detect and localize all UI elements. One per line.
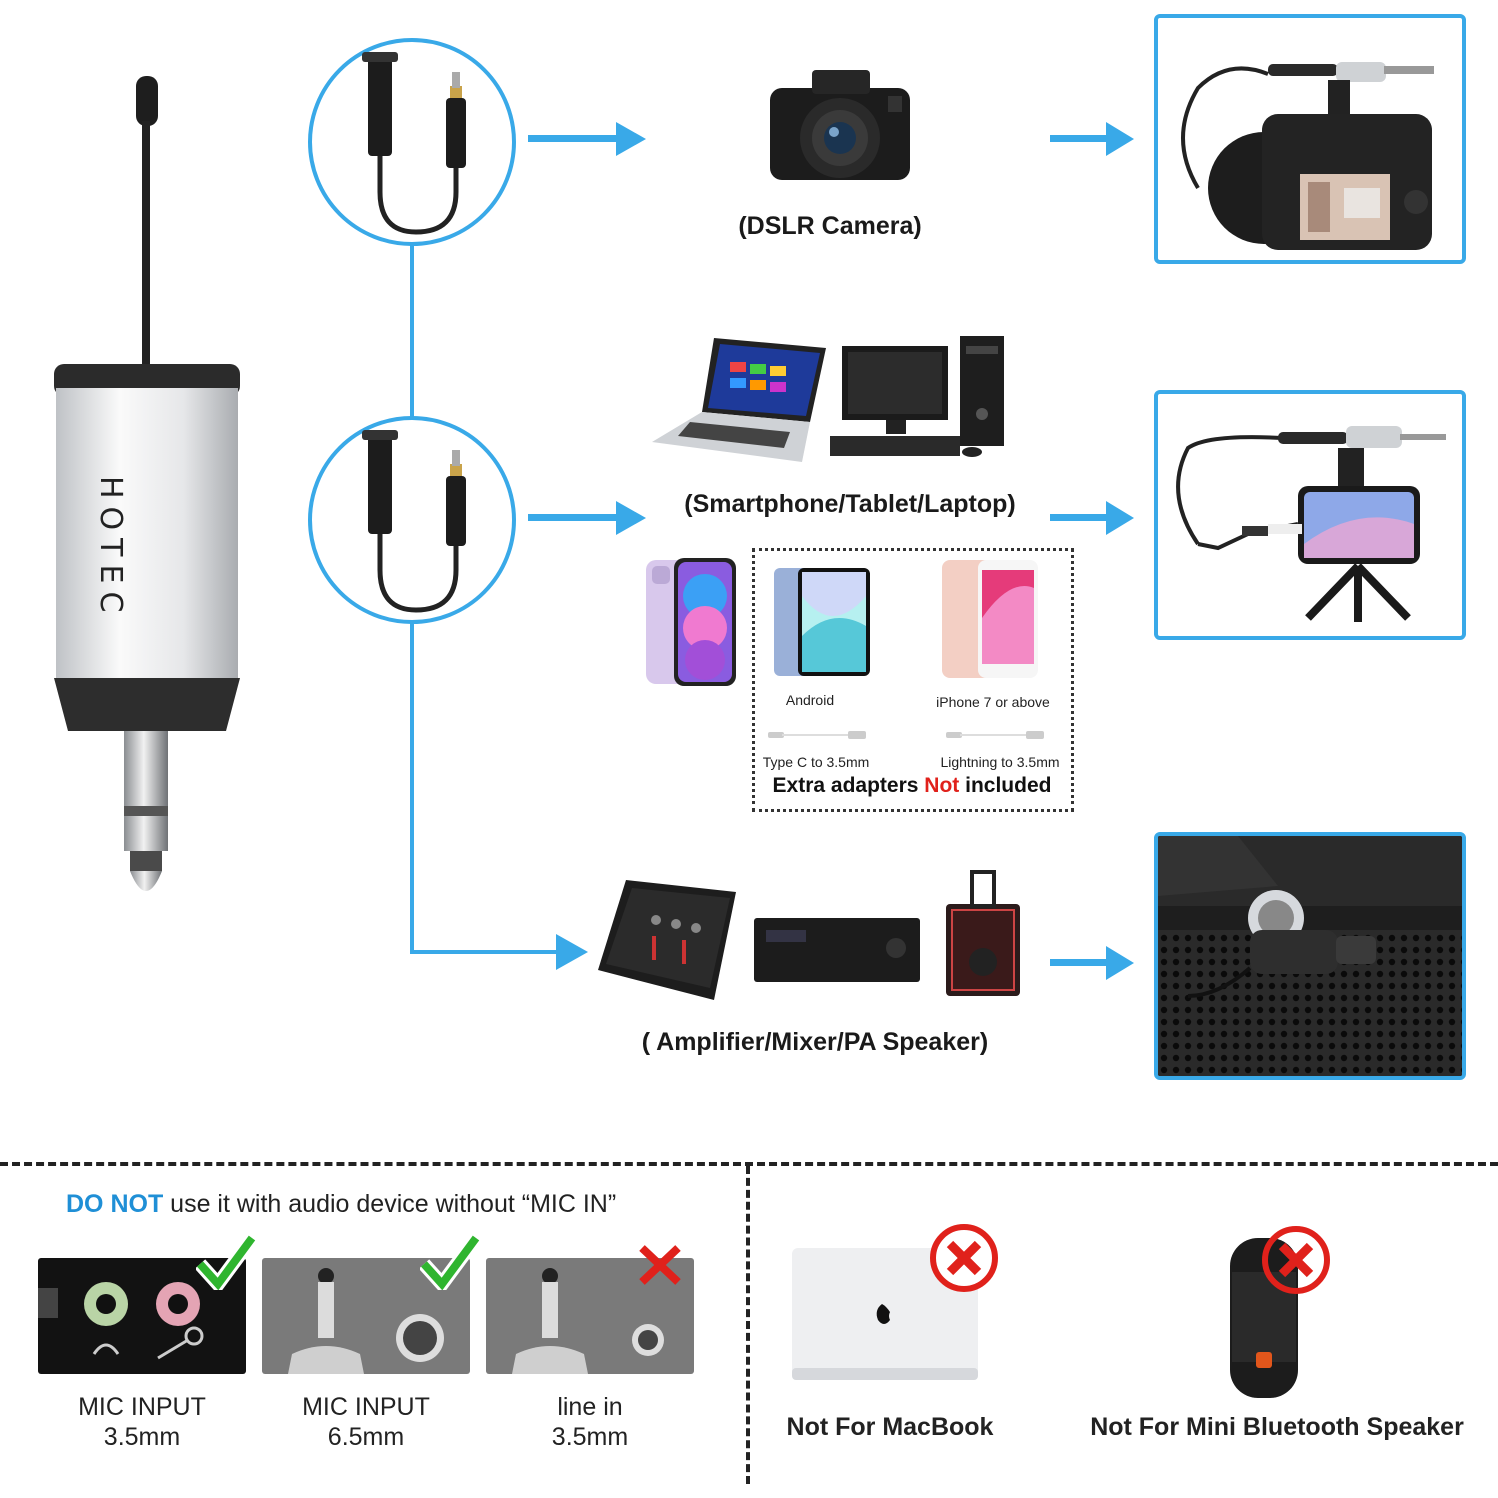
check-icon (196, 1234, 256, 1290)
dslr-photo (1154, 14, 1466, 264)
arrow-right-icon (528, 501, 646, 535)
brand-logo: HOTEC (93, 476, 128, 621)
cable-circle-1 (308, 38, 516, 246)
input-label-line1: MIC INPUT (302, 1393, 430, 1421)
connector-bottom (410, 950, 560, 954)
input-label-2: MIC INPUT 6.5mm (262, 1392, 470, 1452)
row-label-smartphone: (Smartphone/Tablet/Laptop) (684, 490, 1016, 518)
extra-suffix: included (965, 774, 1052, 797)
extra-adapters-note: Extra adapters Not included (756, 774, 1068, 798)
arrow-right-icon (1050, 501, 1134, 535)
lightning-label: Lightning to 3.5mm (940, 754, 1060, 770)
row-label-dslr: (DSLR Camera) (738, 212, 922, 240)
macbook-image (790, 1244, 980, 1384)
warning-text: DO NOT use it with audio device without … (66, 1190, 616, 1219)
input-label-3: line in 3.5mm (486, 1392, 694, 1452)
smartphone-photo (1154, 390, 1466, 640)
cable-circle-2 (308, 416, 516, 624)
prohibited-icon (930, 1224, 998, 1292)
amplifier-photo (1154, 832, 1466, 1080)
dslr-camera-image (768, 64, 914, 188)
cross-icon (639, 1245, 681, 1285)
extra-prefix: Extra adapters (772, 774, 919, 797)
not-for-macbook-label: Not For MacBook (786, 1413, 994, 1441)
section-divider-vertical (746, 1166, 750, 1484)
receiver-device: HOTEC (50, 66, 242, 906)
iphone-image (644, 556, 738, 688)
arrow-right-icon (528, 122, 646, 156)
arrow-right-icon (1050, 122, 1134, 156)
laptop-desktop-image (650, 332, 1010, 464)
arrow-right-icon (1050, 946, 1134, 980)
row-label-amplifier: ( Amplifier/Mixer/PA Speaker) (641, 1028, 989, 1056)
check-icon (420, 1234, 480, 1290)
warning-do-not: DO NOT (66, 1190, 164, 1218)
input-label-line2: 6.5mm (327, 1423, 405, 1451)
adapter-box (752, 548, 1074, 812)
arrow-right-icon (556, 934, 588, 970)
typec-label: Type C to 3.5mm (762, 754, 870, 770)
extra-not: Not (924, 774, 960, 797)
not-for-speaker-label: Not For Mini Bluetooth Speaker (1090, 1413, 1464, 1441)
lightning-cable-icon (946, 728, 1046, 742)
section-divider (0, 1162, 1498, 1166)
warning-rest: use it with audio device without “MIC IN… (170, 1190, 617, 1218)
input-label-1: MIC INPUT 3.5mm (38, 1392, 246, 1452)
android-phone-image (772, 566, 872, 678)
input-label-line2: 3.5mm (103, 1423, 181, 1451)
input-label-line1: line in (557, 1393, 623, 1421)
amplifier-mixer-speaker-image (596, 870, 1026, 1006)
input-label-line1: MIC INPUT (78, 1393, 206, 1421)
line-in-tile (486, 1258, 694, 1374)
prohibited-icon (1262, 1226, 1330, 1294)
typec-cable-icon (768, 728, 868, 742)
android-label: Android (785, 692, 835, 708)
input-label-line2: 3.5mm (551, 1423, 629, 1451)
iphone-label: iPhone 7 or above (936, 694, 1050, 710)
iphone-7-image (940, 558, 1040, 680)
